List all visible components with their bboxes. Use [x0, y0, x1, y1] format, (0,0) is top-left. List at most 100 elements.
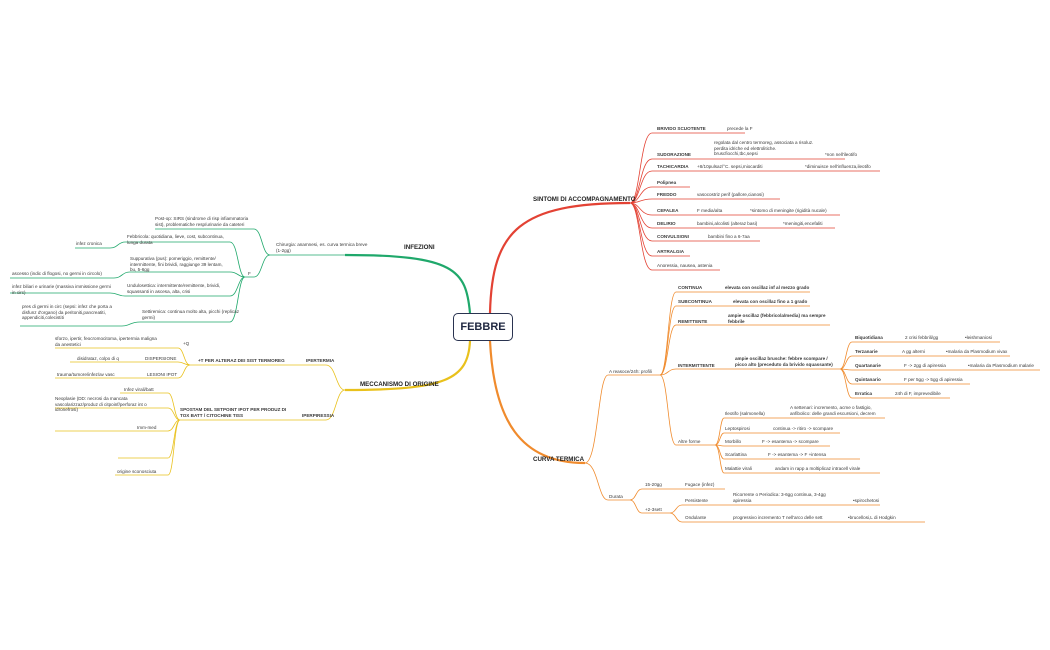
durata-2-3-label: +2-3sett — [645, 507, 662, 512]
branch-meccanismo — [344, 340, 472, 392]
quartanaria-note: •malaria da Plasmodium malarie — [968, 363, 1034, 368]
delirio-note: *meningiti,encefaliti — [783, 221, 823, 226]
a-reasoce-label: A reasoce/24h: profili — [609, 369, 652, 374]
terzanaria-desc: A gg alterni — [902, 349, 925, 354]
quartanaria-label: Quartanarie — [855, 363, 881, 368]
leptospirosi-label: Leptospirosi — [725, 426, 750, 431]
alteraz-label: +T PER ALTERAZ DEI SIST TERMOREG — [198, 358, 285, 363]
branch-infezioni — [344, 253, 472, 314]
chirurgia-label: Chirurgia: anamnesi, es. curva termica b… — [276, 242, 368, 253]
branch-sintomi — [488, 201, 631, 314]
root-node-febbre[interactable]: FEBBRE — [453, 313, 513, 341]
quintanario-label: Quintanario — [855, 377, 881, 382]
meccanismo-links — [55, 347, 346, 476]
scarlattina-label: Scarlattina — [725, 452, 747, 457]
immuno-label: Imm-med — [137, 425, 157, 430]
morbillo-desc: F -> esantema -> scompare — [762, 439, 819, 444]
scarlattina-desc: F -> esantema -> F +intensa — [768, 452, 827, 457]
sintomi-links — [629, 132, 880, 271]
quartanaria-desc: F -> 2gg di apiressia — [904, 363, 946, 368]
infez-cronica-label: infez cronica — [76, 241, 102, 246]
convulsioni-label: CONVULSIONI — [657, 234, 689, 239]
piu-q-label: +Q — [183, 341, 190, 346]
biquotidiana-label: Biquotidiana — [855, 335, 883, 340]
convulsioni-desc: bambini fino a 6-7aa — [708, 234, 750, 239]
ipertermia-label: IPERTERMIA — [306, 358, 335, 363]
sforzo-label: sforzo, ipertir, feocromocitoma, iperter… — [55, 336, 157, 347]
neoplasie-label: Neoplasie (DD: necrosi da mancata vascol… — [55, 396, 147, 413]
febbricola-label: Febbricola: quotidiana, lieve, cost, sub… — [127, 234, 224, 245]
biquotidiana-desc: 2 crisi febbrili/gg — [905, 335, 939, 340]
persistente-desc: Ricorrente o Periodica: 3-6gg continua, … — [733, 492, 826, 503]
malattie-virali-desc: andam in rapp a moltiplicaz intracell vi… — [775, 466, 861, 471]
erratica-label: Erratica — [855, 391, 873, 396]
remittente-desc: ampie oscillaz (febbricola/media) ma sem… — [728, 313, 826, 324]
artralgia-label: ARTRALGIA — [657, 249, 685, 254]
sconosciuta-label: origine sconosciuta — [117, 469, 157, 474]
freddo-desc: vasocostriz perif (pallore,cianosi) — [697, 192, 764, 197]
delirio-desc: bambini,alcolisti (alteraz basi) — [697, 221, 758, 226]
persistente-label: Persistente — [685, 498, 708, 503]
altre-forme-label: Altre forme — [678, 439, 701, 444]
tachicardia-desc: +8/10pulsaz/°C. sepsi,miocarditi — [697, 164, 763, 169]
durata-label: Durata — [609, 494, 623, 499]
cefalea-label: CEFALEA — [657, 208, 679, 213]
freddo-label: FREDDO — [657, 192, 677, 197]
sudorazione-label: SUDORAZIONE — [657, 152, 691, 157]
piressia-label: IPERPIRESSIA — [302, 413, 335, 418]
biliari-label: infez biliari e urinarie (massiva immiss… — [12, 284, 111, 295]
disidrataz-label: disidrataz, colpo di q — [77, 356, 119, 361]
trauma-label: trauma/tumore/infez/av vasc — [57, 372, 115, 377]
ondulante-desc: progressivo incremento T nell'arco delle… — [733, 515, 823, 520]
brivido-desc: precede la F — [727, 126, 753, 131]
curva-title[interactable]: CURVA TERMICA — [533, 456, 585, 463]
polipnea-label: Polipnea — [657, 180, 677, 185]
subcontinua-desc: elevata con oscillaz fino a 1 grado — [733, 299, 808, 304]
ascesso-label: ascesso (indic di flogosi, no germi in c… — [12, 271, 102, 276]
f-label: F — [248, 271, 251, 276]
intermittente-desc: ampie oscillaz brusche: febbre scompare … — [735, 356, 833, 367]
continua-desc: elevata con oscillaz inf al mezzo grado — [725, 285, 810, 290]
pres-germi-label: pres di germi in circ (sepsi: infez che … — [22, 304, 112, 321]
ileotifo-label: Ileotifo (salmonella) — [725, 411, 765, 416]
intermittente-label: INTERMITTENTE — [678, 363, 715, 368]
leptospirosi-desc: continua -> ritiro -> scompare — [773, 426, 833, 431]
suppurativa-label: Suppurativa (pus): pomeriggio, remittent… — [130, 256, 223, 273]
fugace-label: Fugace (infez) — [685, 482, 715, 487]
persistente-note: •spirochetosi — [853, 498, 880, 503]
meccanismo-title[interactable]: MECCANISMO DI ORIGINE — [360, 381, 439, 388]
dispersione-label: DISPERSIONE — [145, 356, 177, 361]
cefalea-note: *sintomo di meningite (rigidità nucale) — [750, 208, 827, 213]
sintomi-title[interactable]: SINTOMI DI ACCOMPAGNAMENTO — [533, 196, 636, 203]
subcontinua-label: SUBCONTINUA — [678, 299, 712, 304]
morbillo-label: Morbillo — [725, 439, 742, 444]
infezioni-title[interactable]: INFEZIONI — [404, 244, 435, 251]
erratica-desc: 24h di F, imprevedibile — [895, 391, 941, 396]
post-op-label: Post-op: SIRS (sindrome di risp infiamma… — [155, 216, 249, 227]
ondulante-label: Ondulante — [685, 515, 707, 520]
ileotifo-desc: A settenari: incremento, acme o fastigio… — [790, 405, 876, 416]
infezioni-links — [10, 228, 345, 327]
durata-15-label: 15-20gg — [645, 482, 662, 487]
biquotidiana-note: •leishmaniosi — [965, 335, 992, 340]
cefalea-desc: F media/alta — [697, 208, 723, 213]
malattie-virali-label: Malattie virali — [725, 466, 752, 471]
brivido-label: BRIVIDO SCUOTENTE — [657, 126, 706, 131]
ondulante-note: •brucellosi,L di Hodgkin — [848, 515, 896, 520]
tachicardia-label: TACHICARDIA — [657, 164, 689, 169]
quintanario-desc: F per 5gg -> 5gg di apiressia — [904, 377, 963, 382]
tachicardia-note: *diminuisce nell'influenza,ileotifo — [805, 164, 871, 169]
sudorazione-desc: regolata dal centro termoreg, associata … — [714, 140, 814, 157]
spostam-label: SPOSTAM DEL SETPOINT IPOT PER PRODUZ DI … — [180, 407, 287, 418]
settice-label: Settiremica: continua molto alta, picchi… — [142, 309, 240, 320]
terzanaria-note: •malaria da Plasmodium vivax — [946, 349, 1008, 354]
undulante-label: Undulosettica: intermittente/remittente,… — [127, 283, 221, 294]
infez-label: Infez virali/batt — [124, 387, 154, 392]
anoressia-label: Anoressia, nausea, astenia — [657, 263, 713, 268]
terzanaria-label: Terzanarie — [855, 349, 878, 354]
branch-curva — [488, 340, 586, 465]
lesioni-label: LESIONI IPOT — [147, 372, 178, 377]
remittente-label: REMITTENTE — [678, 319, 708, 324]
sudorazione-note: *non nell'ileotifo — [825, 152, 858, 157]
